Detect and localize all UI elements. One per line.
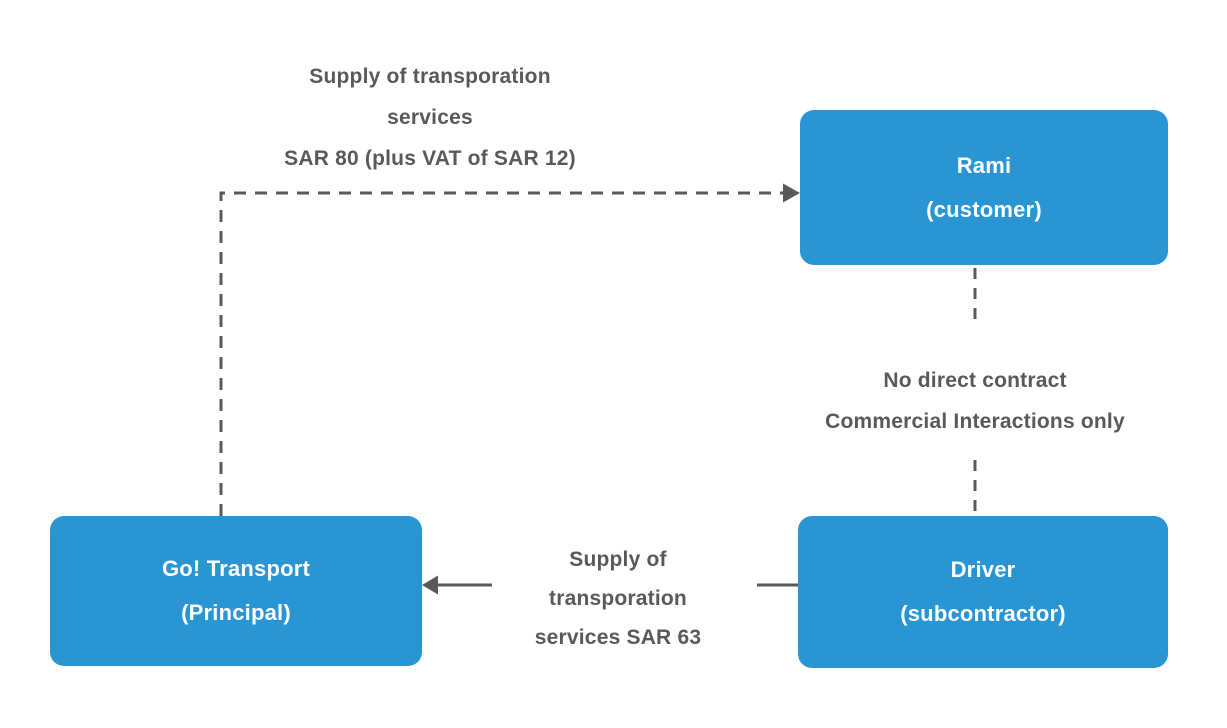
- edge-label-no-direct-contract: No direct contract Commercial Interactio…: [775, 360, 1175, 442]
- edge-label-line: transporation: [549, 587, 687, 610]
- arrowhead-left-icon: [422, 575, 438, 595]
- dashed-elbow-connector: [219, 191, 783, 516]
- edge-label-supply-sar63: Supply of transporation services SAR 63: [468, 540, 768, 657]
- node-rami-title: Rami: [956, 152, 1012, 178]
- node-driver-subcontractor: Driver (subcontractor): [798, 516, 1168, 668]
- edge-label-line: Commercial Interactions only: [825, 410, 1125, 433]
- node-rami-customer: Rami (customer): [800, 110, 1168, 265]
- edge-label-line: SAR 80 (plus VAT of SAR 12): [284, 147, 576, 170]
- arrowhead-right-icon: [783, 183, 800, 203]
- edge-label-line: Supply of transporation: [309, 65, 551, 88]
- edge-label-line: Supply of: [569, 548, 667, 571]
- node-go-subtitle: (Principal): [181, 600, 291, 625]
- edge-label-line: services: [387, 106, 473, 129]
- node-rami-subtitle: (customer): [926, 196, 1042, 222]
- edge-label-line: services SAR 63: [534, 626, 702, 649]
- node-go-title: Go! Transport: [161, 556, 311, 581]
- edge-label-supply-sar80: Supply of transporation services SAR 80 …: [230, 56, 630, 179]
- node-driver-title: Driver: [950, 557, 1016, 582]
- node-go-transport-principal: Go! Transport (Principal): [50, 516, 422, 666]
- edge-label-line: No direct contract: [883, 369, 1067, 392]
- node-driver-subtitle: (subcontractor): [900, 601, 1066, 626]
